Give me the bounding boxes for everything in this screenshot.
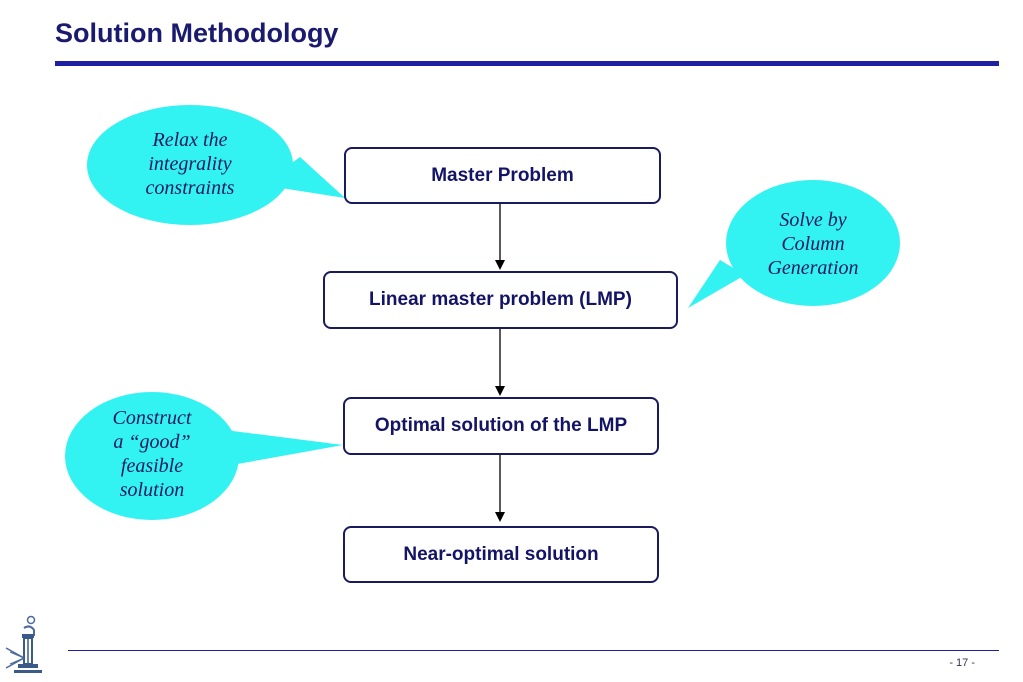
linear-master-problem-box: Linear master problem (LMP) <box>323 271 678 329</box>
near-optimal-solution-box: Near-optimal solution <box>343 526 659 583</box>
page-number: - 17 - <box>949 657 975 669</box>
callout-column-generation-text: Solve by Column Generation <box>767 209 859 279</box>
title-underline <box>55 61 999 66</box>
callout-column-generation-bubble <box>688 180 900 308</box>
master-problem-box: Master Problem <box>344 147 661 204</box>
institution-logo-icon <box>5 615 42 673</box>
callout-relax-text: Relax the integrality constraints <box>145 129 235 199</box>
optimal-solution-box: Optimal solution of the LMP <box>343 397 659 455</box>
callout-construct-text: Construct a “good” feasible solution <box>112 407 192 501</box>
callout-relax-bubble <box>87 105 345 225</box>
footer-rule <box>68 650 999 651</box>
page-title: Solution Methodology <box>55 18 339 48</box>
callout-construct-bubble <box>65 392 343 520</box>
